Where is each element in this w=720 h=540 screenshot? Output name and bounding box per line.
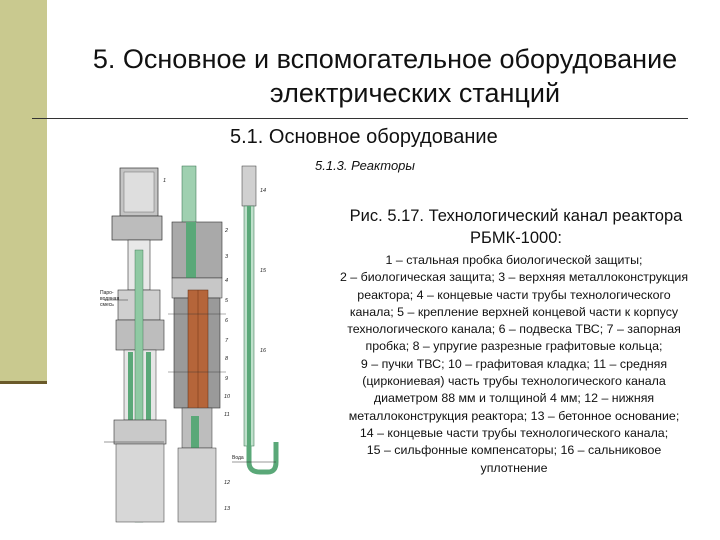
callout-1: 1 [163,178,166,184]
left-assembly: Паро- водяная смесь [100,167,167,523]
callout-13: 13 [224,506,231,512]
section-subtitle: 5.1. Основное оборудование [230,126,498,148]
figure-legend: 1 – стальная пробка биологической защиты… [310,252,718,477]
legend-line: пробка; 8 – упругие разрезные графитовые… [365,339,663,354]
legend-line: технологического канала; 6 – подвеска ТВ… [347,322,681,337]
steam-label-1: Паро- [100,290,114,296]
callout-2: 2 [224,228,228,234]
callout-15: 15 [260,268,267,274]
legend-line: 2 – биологическая защита; 3 – верхняя ме… [339,270,689,285]
callout-14: 14 [260,188,266,194]
callout-4: 4 [225,278,228,284]
legend-line: реактора; 4 – концевые части трубы техно… [357,287,671,302]
reactor-channel-figure: Паро- водяная смесь Вода [98,162,298,530]
title-divider [32,118,688,119]
callout-8: 8 [225,356,229,362]
callout-6: 6 [225,318,229,324]
callout-11: 11 [224,412,230,418]
callout-5: 5 [225,298,229,304]
decorative-side-bar-tick [0,381,47,384]
decorative-side-bar [0,0,47,384]
middle-channel [168,165,226,523]
legend-line: 9 – пучки ТВС; 10 – графитовая кладка; 1… [360,356,668,371]
callout-16: 16 [260,348,267,354]
water-label: Вода [232,455,244,461]
slide-title: 5. Основное и вспомогательное оборудован… [60,42,710,110]
figure-caption-heading: Рис. 5.17. Технологический канал реактор… [312,205,720,249]
legend-line: канала; 5 – крепление верхней концевой ч… [349,304,679,319]
caption-heading-line-2: РБМК-1000: [470,229,562,247]
right-pipe: Вода [232,165,279,475]
callout-12: 12 [224,480,230,486]
callout-10: 10 [224,394,231,400]
callout-7: 7 [225,338,229,344]
caption-heading-line-1: Рис. 5.17. Технологический канал реактор… [349,207,683,225]
callout-3: 3 [225,254,229,260]
legend-line: уплотнение [480,460,548,475]
legend-line: 1 – стальная пробка биологической защиты… [385,253,643,267]
slide-title-line-1: 5. Основное и вспомогательное оборудован… [92,44,678,74]
legend-line: 14 – концевые части трубы технологическо… [359,425,669,440]
slide-title-line-2: электрических станций [269,78,561,108]
reactor-channel-drawing: Паро- водяная смесь Вода [100,165,279,523]
steam-label-3: смесь [100,302,114,308]
subsection-label: 5.1.3. Реакторы [315,158,415,173]
callout-9: 9 [225,376,228,382]
steam-label-2: водяная [100,296,119,302]
legend-line: 15 – сильфонные компенсаторы; 16 – сальн… [366,443,662,458]
callout-numbers: 1 2 3 4 5 6 7 8 9 10 11 12 13 14 15 16 [163,178,267,512]
legend-line: диаметром 88 мм и толщиной 4 мм; 12 – ни… [373,391,655,406]
legend-line: металлоконструкция реактора; 13 – бетонн… [348,408,680,423]
legend-line: (циркониевая) часть трубы технологическо… [362,374,666,389]
